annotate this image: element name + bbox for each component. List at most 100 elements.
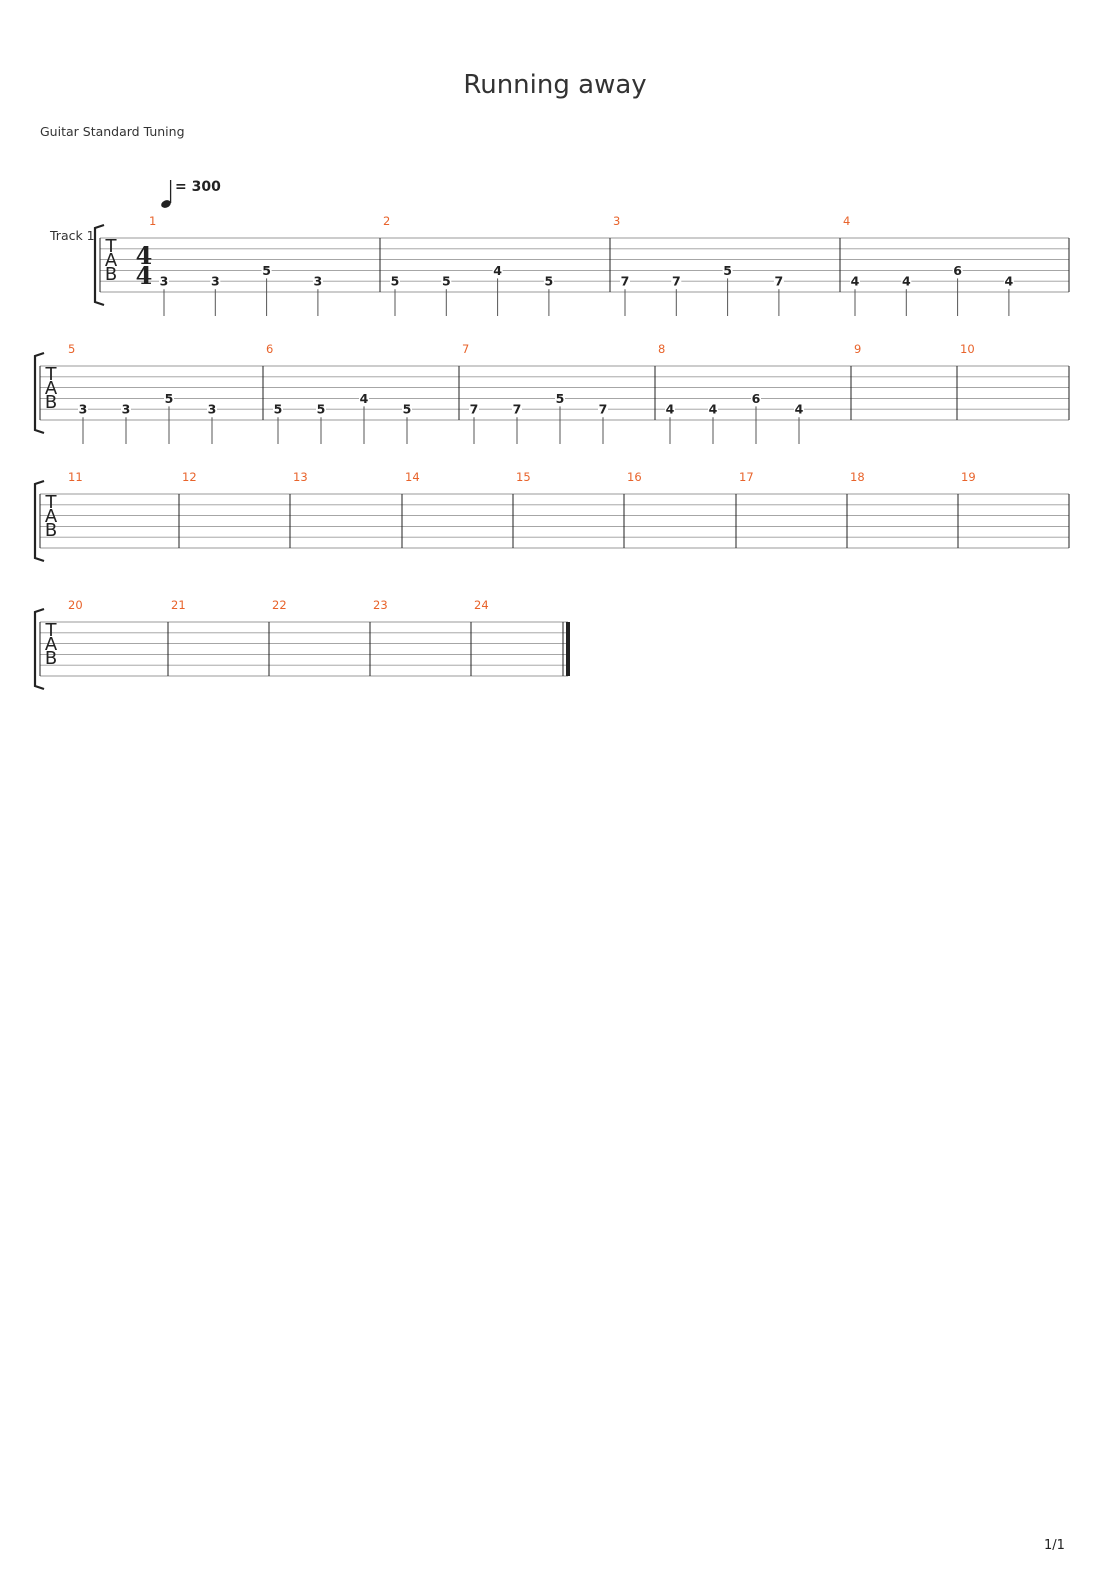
fret-background	[794, 402, 804, 416]
fret-number: 4	[1005, 274, 1014, 289]
measure-number: 21	[171, 598, 186, 612]
time-signature-top: 4	[136, 241, 153, 270]
measure-number: 5	[68, 342, 75, 356]
fret-number: 7	[672, 274, 681, 289]
fret-number: 3	[211, 274, 220, 289]
fret-background	[121, 402, 131, 416]
fret-background	[441, 274, 452, 288]
system-bracket	[93, 223, 105, 307]
fret-background	[722, 263, 733, 277]
measure-number: 9	[854, 342, 861, 356]
fret-background	[402, 402, 412, 416]
measure-number: 14	[405, 470, 420, 484]
fret-background	[261, 263, 272, 277]
system-bracket	[33, 351, 45, 435]
fret-number: 7	[599, 402, 608, 417]
fret-background	[312, 274, 323, 288]
measure-number: 24	[474, 598, 489, 612]
fret-background	[773, 274, 784, 288]
fret-background	[620, 274, 630, 288]
fret-background	[316, 402, 326, 416]
fret-number: 4	[795, 402, 804, 417]
final-barline-thick	[566, 622, 570, 676]
fret-background	[159, 274, 169, 288]
fret-background	[78, 402, 88, 416]
fret-background	[164, 391, 174, 405]
fret-number: 5	[274, 402, 283, 417]
fret-number: 4	[709, 402, 718, 417]
fret-background	[543, 274, 554, 288]
fret-number: 3	[208, 402, 217, 417]
measure-number: 18	[850, 470, 865, 484]
fret-number: 5	[165, 391, 174, 406]
fret-background	[359, 391, 369, 405]
system-bracket	[33, 607, 45, 691]
measure-number: 2	[383, 214, 390, 228]
measure-number: 22	[272, 598, 287, 612]
tab-clef-letter: T	[45, 364, 58, 385]
fret-background	[273, 402, 283, 416]
fret-number: 4	[360, 391, 369, 406]
fret-background	[469, 402, 479, 416]
fret-background	[751, 391, 761, 405]
fret-number: 3	[79, 402, 88, 417]
fret-number: 4	[902, 274, 911, 289]
measure-number: 19	[961, 470, 976, 484]
fret-number: 5	[545, 274, 554, 289]
measure-number: 6	[266, 342, 273, 356]
system-bracket	[33, 479, 45, 563]
fret-number: 7	[513, 402, 522, 417]
measure-number: 3	[613, 214, 620, 228]
fret-number: 5	[403, 402, 412, 417]
measure-number: 7	[462, 342, 469, 356]
fret-background	[555, 391, 565, 405]
measure-number: 12	[182, 470, 197, 484]
measure-number: 17	[739, 470, 754, 484]
track-name: Track 1	[50, 228, 95, 243]
fret-background	[492, 263, 503, 277]
fret-number: 5	[556, 391, 565, 406]
tab-clef-letter: A	[45, 634, 58, 655]
tab-clef-letter: A	[105, 250, 118, 271]
tab-clef-letter: B	[45, 392, 57, 413]
fret-background	[665, 402, 675, 416]
measure-number: 11	[68, 470, 83, 484]
fret-number: 7	[470, 402, 479, 417]
fret-background	[1003, 274, 1014, 288]
fret-background	[598, 402, 608, 416]
fret-number: 5	[317, 402, 326, 417]
fret-background	[210, 274, 221, 288]
measure-number: 15	[516, 470, 531, 484]
measure-number: 23	[373, 598, 388, 612]
tab-clef-letter: B	[45, 520, 57, 541]
measure-number: 8	[658, 342, 665, 356]
fret-background	[671, 274, 682, 288]
measure-number: 1	[149, 214, 156, 228]
tab-clef-letter: T	[45, 492, 58, 513]
measure-number: 10	[960, 342, 975, 356]
measure-number: 20	[68, 598, 83, 612]
fret-number: 3	[314, 274, 323, 289]
fret-background	[901, 274, 912, 288]
tuning-label: Guitar Standard Tuning	[40, 124, 185, 139]
fret-number: 4	[493, 263, 502, 278]
measure-number: 16	[627, 470, 642, 484]
fret-number: 7	[775, 274, 784, 289]
fret-number: 6	[953, 263, 962, 278]
quarter-note-icon	[161, 180, 172, 208]
fret-background	[207, 402, 217, 416]
tab-clef-letter: B	[45, 648, 57, 669]
tab-clef-letter: T	[105, 236, 118, 257]
fret-background	[708, 402, 718, 416]
time-signature-bottom: 4	[136, 261, 153, 290]
measure-number: 13	[293, 470, 308, 484]
page-number: 1/1	[1044, 1538, 1065, 1553]
fret-number: 6	[752, 391, 761, 406]
tempo-value: = 300	[175, 179, 221, 195]
fret-number: 4	[666, 402, 675, 417]
fret-background	[390, 274, 400, 288]
